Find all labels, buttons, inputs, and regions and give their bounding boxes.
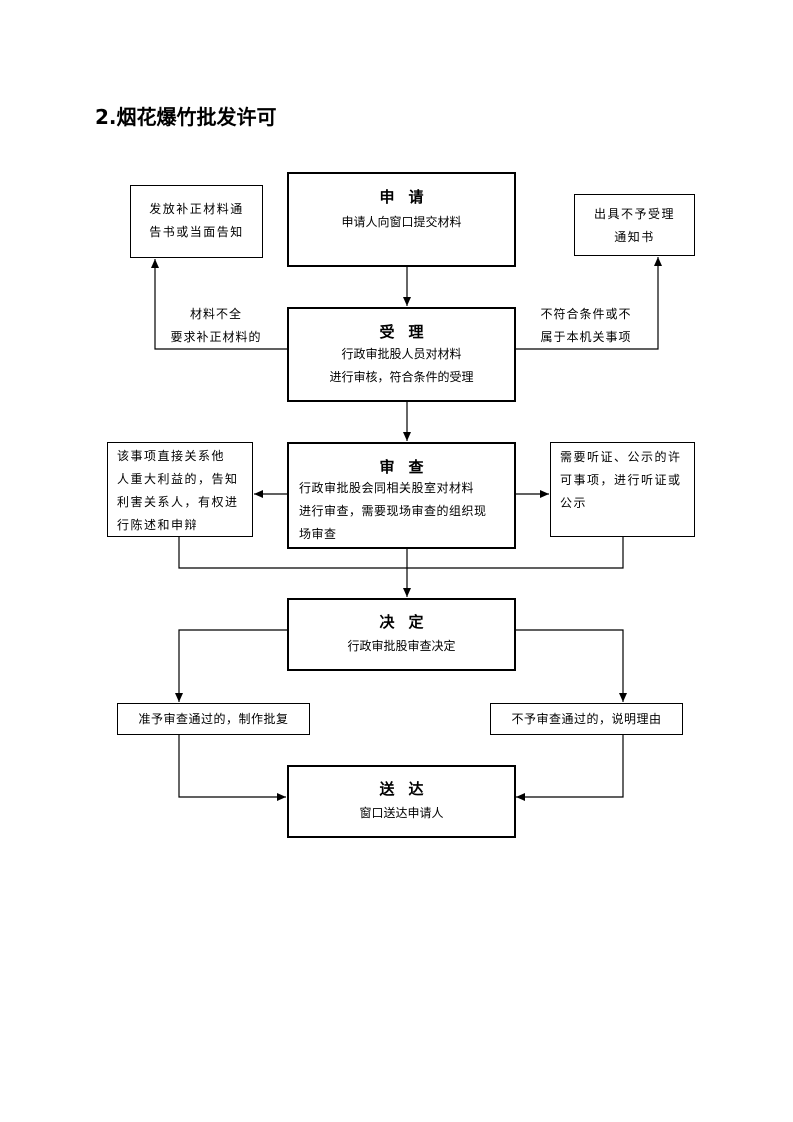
node-review-heading: 审查 <box>379 458 438 476</box>
node-review: 审查 行政审批股会同相关股室对材料 进行审查，需要现场审查的组织现 场审查 <box>287 442 516 549</box>
node-approve-text: 准予审查通过的，制作批复 <box>138 712 289 726</box>
node-deliver: 送达 窗口送达申请人 <box>287 765 516 838</box>
node-stakeholder: 该事项直接关系他 人重大利益的，告知 利害关系人，有权进 行陈述和申辩 <box>107 442 253 537</box>
node-supplement-notice-text: 发放补正材料通 告书或当面告知 <box>149 202 244 239</box>
node-deny-text: 不予审查通过的，说明理由 <box>511 712 662 726</box>
node-accept-text: 行政审批股人员对材料 进行审核，符合条件的受理 <box>329 347 474 384</box>
node-accept: 受理 行政审批股人员对材料 进行审核，符合条件的受理 <box>287 307 516 402</box>
arrow-accept-to-reject <box>515 257 662 350</box>
node-deny: 不予审查通过的，说明理由 <box>490 703 683 735</box>
node-review-text: 行政审批股会同相关股室对材料 进行审查，需要现场审查的组织现 场审查 <box>299 481 487 541</box>
arrow-approve-to-deliver <box>178 734 286 801</box>
edge-label-not-qualified: 不符合条件或不 属于本机关事项 <box>540 307 632 344</box>
edge-label-incomplete: 材料不全 要求补正材料的 <box>170 307 262 344</box>
node-hearing: 需要听证、公示的许 可事项，进行听证或 公示 <box>550 442 695 537</box>
node-deliver-text: 窗口送达申请人 <box>359 806 444 820</box>
node-accept-heading: 受理 <box>379 323 438 341</box>
arrow-accept-to-supplement <box>151 259 288 350</box>
node-decide-heading: 决定 <box>379 613 438 631</box>
arrow-deny-to-deliver <box>516 734 624 801</box>
node-apply: 申请 申请人向窗口提交材料 <box>287 172 516 267</box>
arrow-decide-to-approve <box>175 629 288 702</box>
node-apply-text: 申请人向窗口提交材料 <box>341 215 462 229</box>
node-supplement-notice: 发放补正材料通 告书或当面告知 <box>130 185 263 258</box>
node-reject-notice-text: 出具不予受理 通知书 <box>593 207 675 244</box>
node-decide-text: 行政审批股审查决定 <box>347 639 456 653</box>
node-deliver-heading: 送达 <box>379 780 438 798</box>
line-stakeholder-merge <box>178 536 624 569</box>
node-apply-heading: 申请 <box>379 188 438 206</box>
page-title: 2.烟花爆竹批发许可 <box>95 105 277 129</box>
arrow-decide-to-deny <box>515 629 627 702</box>
node-hearing-text: 需要听证、公示的许 可事项，进行听证或 公示 <box>560 450 682 510</box>
node-stakeholder-text: 该事项直接关系他 人重大利益的，告知 利害关系人，有权进 行陈述和申辩 <box>117 449 239 532</box>
node-reject-notice: 出具不予受理 通知书 <box>574 194 695 256</box>
node-decide: 决定 行政审批股审查决定 <box>287 598 516 671</box>
node-approve: 准予审查通过的，制作批复 <box>117 703 310 735</box>
